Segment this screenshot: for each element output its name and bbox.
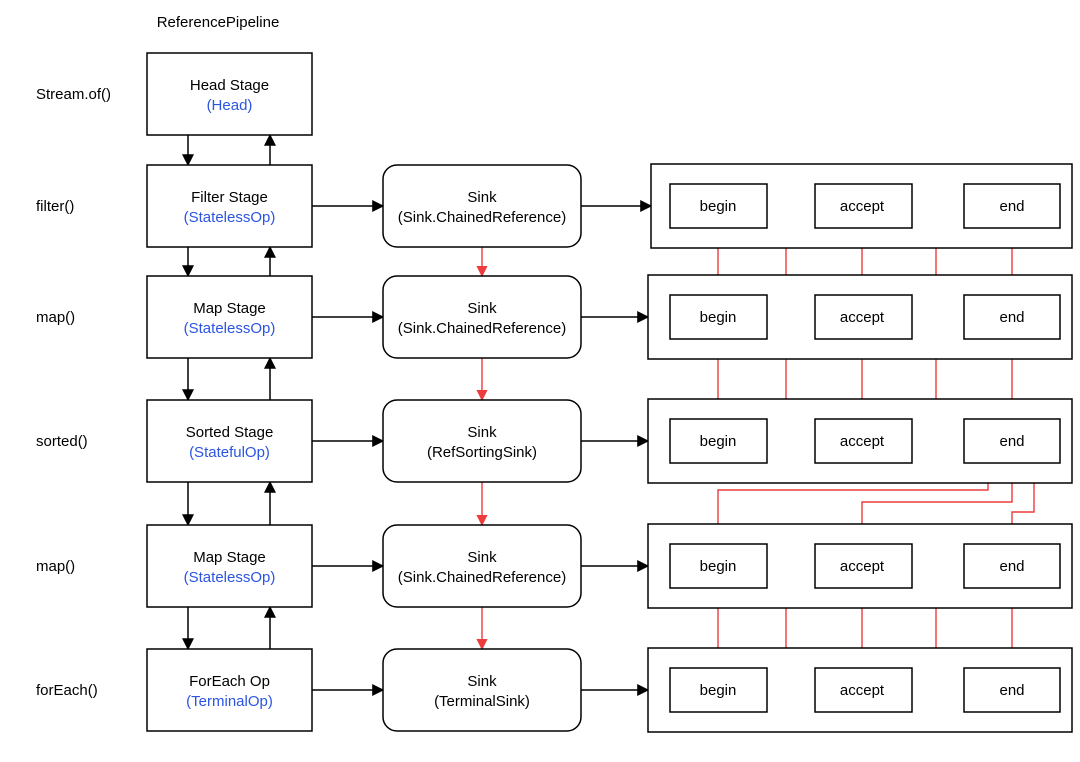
method-label-begin: begin [700,309,737,326]
method-box-begin [669,294,768,340]
method-box-accept [814,418,913,464]
stage-type: (StatelessOp) [184,320,276,337]
stage-box [146,275,313,359]
sink-methods-group: begin accept end [647,398,1073,484]
sink-type: (Sink.ChainedReference) [398,320,566,337]
call-label: map() [36,558,75,575]
method-label-accept: accept [840,682,885,699]
sink-node: Sink (Sink.ChainedReference) [382,524,582,608]
method-box-accept [814,294,913,340]
method-label-end: end [999,309,1024,326]
sink-type: (Sink.ChainedReference) [398,209,566,226]
method-label-end: end [999,682,1024,699]
sink-name: Sink [467,549,497,566]
method-box-begin [669,418,768,464]
call-label: sorted() [36,433,88,450]
stage-name: ForEach Op [189,673,270,690]
sink-box [382,275,582,359]
method-label-accept: accept [840,309,885,326]
method-label-accept: accept [840,433,885,450]
sink-methods-group: begin accept end [647,647,1073,733]
method-label-end: end [999,198,1024,215]
method-box-begin [669,183,768,229]
method-box-end [963,667,1061,713]
call-label: Stream.of() [36,86,111,103]
stage-box [146,164,313,248]
sink-name: Sink [467,189,497,206]
method-box-begin [669,667,768,713]
stage-node: Head Stage (Head) [146,52,313,136]
method-box-end [963,294,1061,340]
sink-node: Sink (TerminalSink) [382,648,582,732]
stage-box [146,648,313,732]
boxes: Stream.of() Head Stage (Head) filter() Filte… [36,52,1073,733]
method-box-accept [814,543,913,589]
stage-node: Map Stage (StatelessOp) [146,275,313,359]
stage-node: Filter Stage (StatelessOp) [146,164,313,248]
sink-methods-group: begin accept end [647,523,1073,609]
sink-box [382,648,582,732]
sink-type: (TerminalSink) [434,693,530,710]
stage-name: Map Stage [193,549,266,566]
stage-type: (Head) [207,97,253,114]
sink-type: (RefSortingSink) [427,444,537,461]
stage-box [146,52,313,136]
sink-box [382,524,582,608]
method-label-begin: begin [700,558,737,575]
stage-name: Sorted Stage [186,424,274,441]
method-label-begin: begin [700,198,737,215]
method-label-end: end [999,433,1024,450]
method-box-end [963,183,1061,229]
method-label-begin: begin [700,682,737,699]
sink-box [382,164,582,248]
stage-name: Map Stage [193,300,266,317]
sink-name: Sink [467,673,497,690]
stage-node: Map Stage (StatelessOp) [146,524,313,608]
diagram-title: ReferencePipeline [157,14,280,31]
stage-name: Head Stage [190,77,269,94]
method-box-end [963,418,1061,464]
stage-type: (StatefulOp) [189,444,270,461]
method-box-accept [814,667,913,713]
stage-box [146,399,313,483]
method-box-end [963,543,1061,589]
sink-methods-group: begin accept end [650,163,1073,249]
sink-node: Sink (Sink.ChainedReference) [382,275,582,359]
sink-methods-group: begin accept end [647,274,1073,360]
method-box-begin [669,543,768,589]
stage-type: (TerminalOp) [186,693,273,710]
stage-name: Filter Stage [191,189,268,206]
sink-box [382,399,582,483]
method-label-begin: begin [700,433,737,450]
sink-node: Sink (RefSortingSink) [382,399,582,483]
method-box-accept [814,183,913,229]
call-label: map() [36,309,75,326]
sink-type: (Sink.ChainedReference) [398,569,566,586]
method-label-accept: accept [840,198,885,215]
stage-type: (StatelessOp) [184,569,276,586]
stage-type: (StatelessOp) [184,209,276,226]
stage-node: ForEach Op (TerminalOp) [146,648,313,732]
sink-name: Sink [467,424,497,441]
call-label: filter() [36,198,74,215]
method-label-accept: accept [840,558,885,575]
call-label: forEach() [36,682,98,699]
stage-box [146,524,313,608]
method-label-end: end [999,558,1024,575]
stage-node: Sorted Stage (StatefulOp) [146,399,313,483]
sink-node: Sink (Sink.ChainedReference) [382,164,582,248]
sink-name: Sink [467,300,497,317]
